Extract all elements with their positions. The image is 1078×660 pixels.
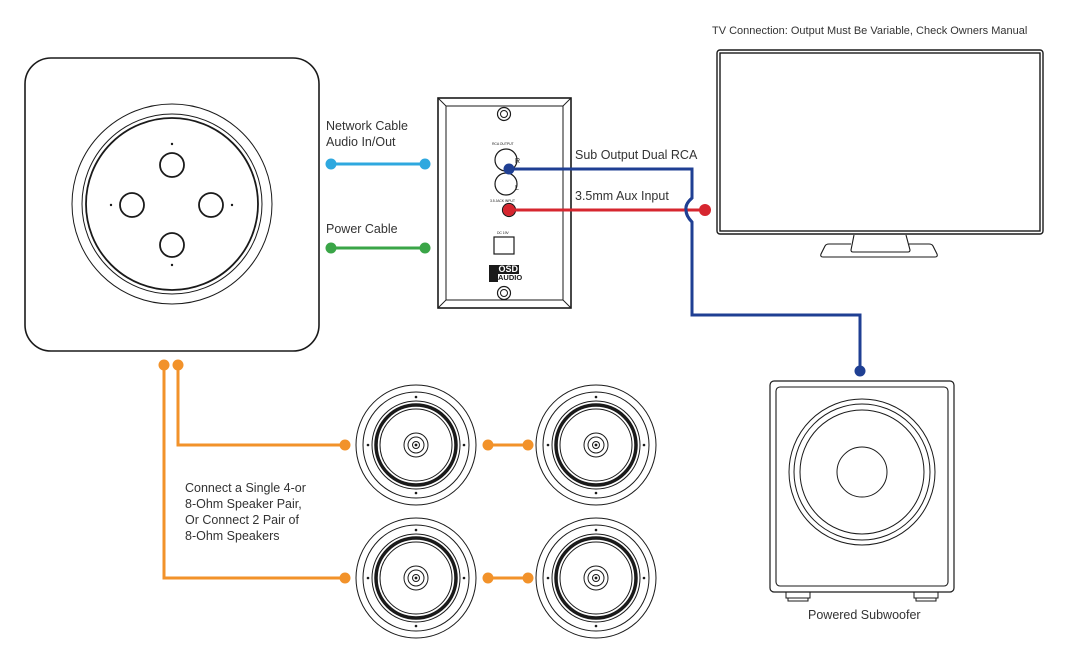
dc-label: DC 19V: [497, 231, 509, 235]
logo-top: OSD: [489, 265, 519, 274]
osd-audio-logo: OSD AUDIO: [489, 265, 522, 283]
logo-bottom: AUDIO: [489, 274, 522, 282]
smart-speaker-icon: [24, 57, 320, 352]
subwoofer-icon: [769, 380, 955, 602]
ceiling-speaker-icon: [355, 384, 477, 506]
network-cable: [325, 158, 431, 170]
sub-output-cable: [503, 163, 866, 377]
ceiling-speaker-icon: [355, 517, 477, 639]
jack-input-label: 3.5 JACK INPUT: [490, 199, 515, 203]
network-cable-label: Network Cable: [326, 119, 408, 133]
dc-power-port: [493, 236, 515, 255]
power-cable: [325, 242, 431, 254]
ceiling-speaker-icon: [535, 384, 657, 506]
power-cable-label: Power Cable: [326, 222, 398, 236]
aux-input-cable: [503, 196, 711, 224]
tv-icon: [716, 49, 1044, 258]
network-cable-sublabel: Audio In/Out: [326, 135, 396, 149]
speaker-wire-instructions: Connect a Single 4-or 8-Ohm Speaker Pair…: [185, 481, 306, 543]
ceiling-speakers: [355, 384, 657, 639]
tv-connection-note: TV Connection: Output Must Be Variable, …: [712, 25, 1028, 37]
rca-left-jack: [494, 172, 518, 196]
aux-input-label: 3.5mm Aux Input: [575, 189, 669, 203]
rca-left-label: L: [515, 185, 519, 192]
wall-plate: [437, 97, 572, 309]
subwoofer-label: Powered Subwoofer: [808, 608, 921, 622]
sub-output-label: Sub Output Dual RCA: [575, 148, 698, 162]
rca-right-label: R: [515, 158, 521, 165]
rca-output-label: RCA OUTPUT: [492, 142, 514, 146]
ceiling-speaker-icon: [535, 517, 657, 639]
speaker-wire: [158, 359, 534, 584]
